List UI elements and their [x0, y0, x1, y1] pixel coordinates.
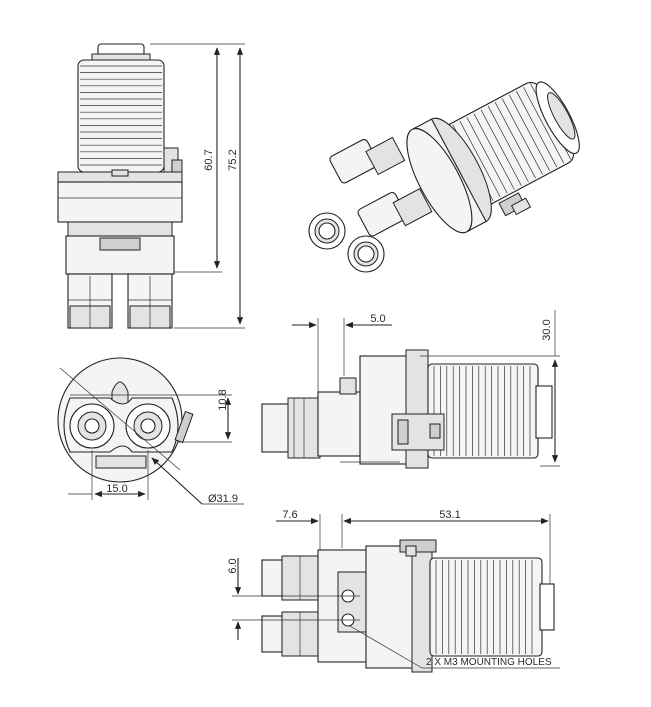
dim-10-8: 10.8 [217, 389, 229, 410]
dim-5-0: 5.0 [370, 313, 385, 325]
rib-line [516, 90, 558, 168]
rib-line [508, 94, 550, 171]
rib-line [487, 105, 529, 183]
rib-line [473, 113, 515, 190]
mounting-holes-note: 2 X M3 MOUNTING HOLES [426, 657, 552, 668]
dim-6-0: 6.0 [227, 558, 239, 573]
plan-ribs [435, 560, 533, 654]
bottom-dimensions: 10.8 15.0 Ø31.9 [68, 389, 244, 505]
isometric-view [308, 81, 580, 273]
front-view [57, 43, 183, 329]
dim-7-6: 7.6 [282, 509, 297, 521]
rib-line [494, 102, 536, 179]
rib-line [523, 87, 565, 164]
rib-line [459, 120, 501, 198]
dim-30-0: 30.0 [541, 319, 553, 340]
front-ribs [80, 65, 162, 166]
side-ribs [433, 366, 531, 456]
side-view [261, 349, 553, 469]
rib-line [501, 98, 543, 175]
dim-53-1: 53.1 [439, 509, 460, 521]
plan-dimensions: 7.6 53.1 6.0 2 X M3 MOUNTING HOLES [227, 509, 560, 669]
plan-view [261, 539, 555, 673]
rib-line [466, 117, 508, 194]
front-dimensions: 60.7 75.2 [150, 43, 245, 329]
dim-75-2: 75.2 [227, 149, 239, 170]
rib-line [480, 109, 522, 186]
dim-60-7: 60.7 [203, 149, 215, 170]
bottom-view [57, 357, 232, 500]
side-dimensions: 5.0 30.0 [292, 310, 560, 467]
dim-15-0: 15.0 [106, 483, 127, 495]
dim-diameter-31-9: Ø31.9 [208, 493, 238, 505]
